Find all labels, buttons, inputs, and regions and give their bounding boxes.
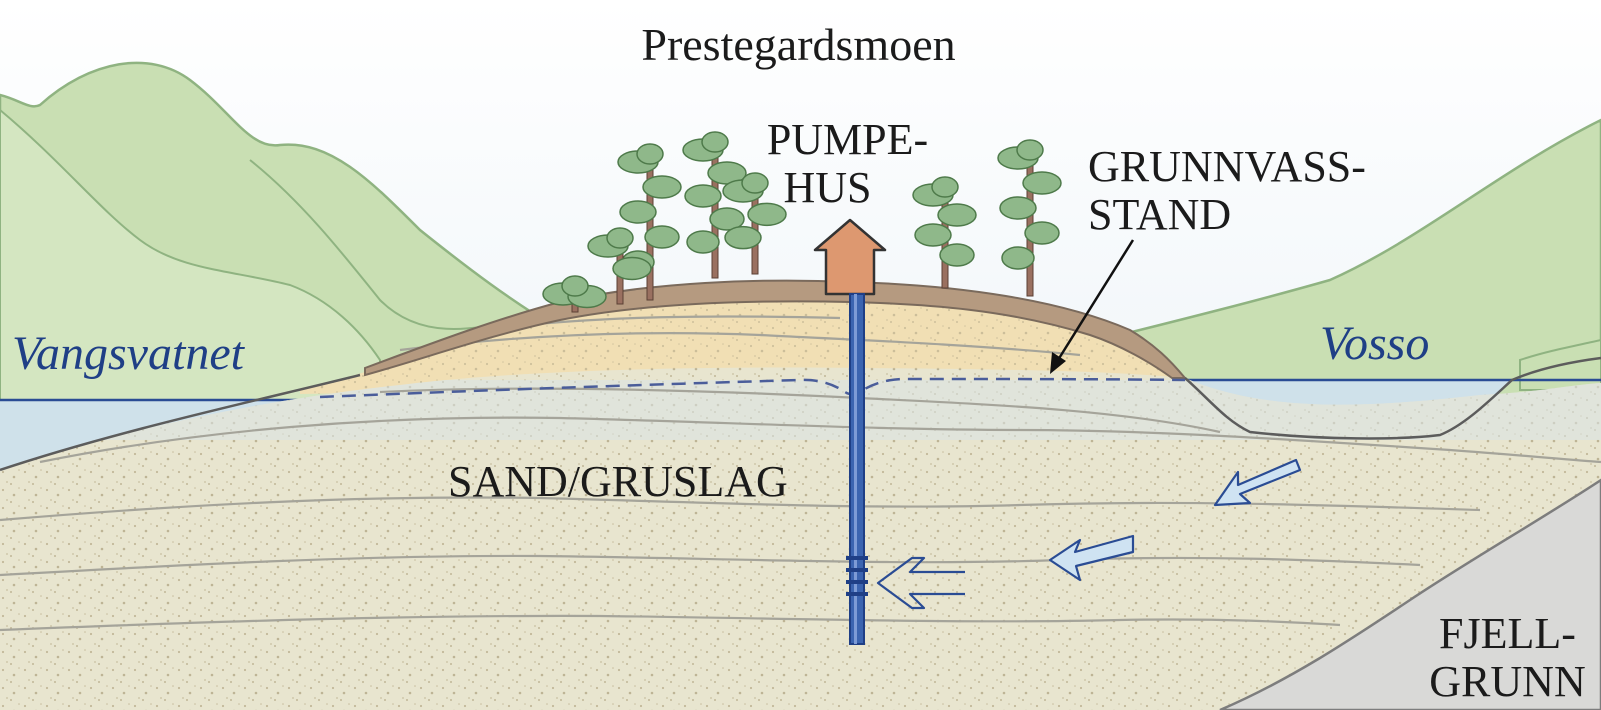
tree-icon (722, 172, 787, 275)
pump-house-icon (813, 218, 887, 296)
bedrock-label-line1: FJELL- (1439, 609, 1576, 658)
aquifer-label: SAND/GRUSLAG (448, 457, 788, 506)
river-label: Vosso (1320, 317, 1430, 370)
strata-lines (0, 315, 1601, 632)
groundwater-label-line2: STAND (1088, 190, 1232, 239)
pump-house-label: PUMPE- HUS (755, 118, 940, 210)
lake-label: Vangsvatnet (12, 327, 244, 380)
tree-icon (587, 227, 652, 305)
flow-arrow-icon (876, 458, 1302, 610)
bedrock-label-line2: GRUNN (1429, 657, 1586, 706)
tree-icon (912, 176, 977, 289)
tree-icon (617, 143, 682, 301)
tree-icon (542, 275, 607, 313)
tree-icon (682, 131, 747, 279)
diagram-title: Prestegardsmoen (641, 19, 956, 70)
ground-surface (0, 373, 361, 472)
pump-house-label-line2: HUS (783, 163, 872, 212)
groundwater-label-line1: GRUNNVASS- (1088, 142, 1366, 191)
groundwater-pointer (1050, 239, 1135, 374)
groundwater-label: GRUNNVASS- STAND (1088, 145, 1366, 237)
aquifer-body (0, 367, 1601, 710)
trees (542, 131, 1062, 313)
well-pipe-icon (846, 293, 868, 645)
bedrock (1219, 478, 1601, 710)
tree-icon (997, 139, 1062, 297)
groundwater-table (319, 377, 1186, 399)
pump-house-label-line1: PUMPE- (766, 115, 929, 164)
left-mountains (0, 61, 562, 422)
bedrock-label: FJELL- GRUNN (1420, 612, 1595, 704)
